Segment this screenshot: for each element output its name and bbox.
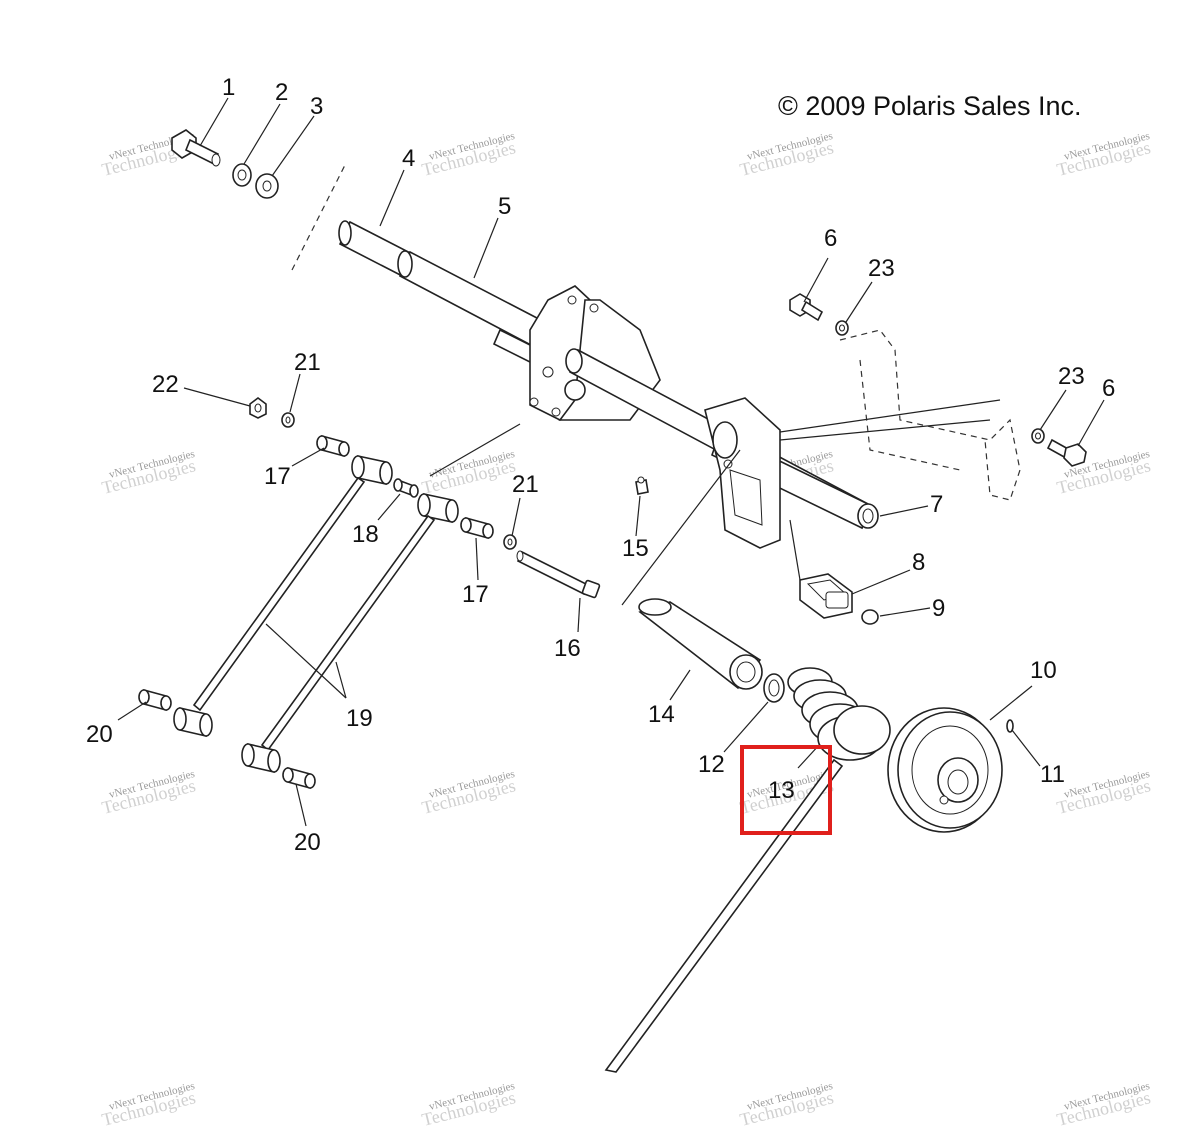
part-pin-16: [516, 550, 601, 599]
callout-10: 10: [1030, 657, 1057, 684]
callout-18: 18: [352, 521, 379, 548]
callout-19: 19: [346, 705, 373, 732]
part-arm: [704, 397, 781, 549]
callout-12: 12: [698, 751, 725, 778]
callout-20-bottom: 20: [294, 829, 321, 856]
assembly-line: [621, 449, 741, 606]
part-frame-ghost: [779, 329, 1021, 501]
part-bushing-18: [393, 478, 419, 498]
part-screw-11: [1006, 719, 1014, 733]
part-spring-13: [604, 667, 891, 1073]
callout-3: 3: [310, 93, 323, 120]
part-clip-9: [861, 609, 879, 625]
leader-lines: [117, 97, 1105, 827]
callout-8: 8: [912, 549, 925, 576]
callout-23-top: 23: [868, 255, 895, 282]
copyright-text: © 2009 Polaris Sales Inc.: [778, 91, 1082, 121]
callout-2: 2: [275, 79, 288, 106]
callout-13: 13: [768, 777, 795, 804]
part-washer-3: [255, 173, 279, 199]
callout-4: 4: [402, 145, 415, 172]
callout-17-mid: 17: [462, 581, 489, 608]
part-bushing-20-left: [138, 688, 172, 712]
part-bushing-17-mid: [460, 516, 494, 540]
callout-21-mid: 21: [512, 471, 539, 498]
axis-dash-left: [291, 164, 346, 271]
part-wheel-10: [887, 707, 1003, 833]
part-washer-23-right: [1031, 428, 1045, 444]
part-nut-22: [249, 397, 267, 419]
part-fitting-15: [635, 476, 649, 495]
part-bushing-20-bottom: [282, 766, 316, 790]
part-shaft-4-5: [338, 220, 562, 356]
part-washer-21-top: [281, 412, 295, 428]
part-washer-12: [763, 673, 785, 703]
callout-5: 5: [498, 193, 511, 220]
callout-7: 7: [930, 491, 943, 518]
part-washer-23-top: [835, 320, 849, 336]
part-links-19: [173, 455, 459, 774]
callout-9: 9: [932, 595, 945, 622]
callout-23-right: 23: [1058, 363, 1085, 390]
part-washer-2: [232, 163, 252, 187]
part-bushing-17-top: [316, 434, 350, 458]
callout-14: 14: [648, 701, 675, 728]
callout-1: 1: [222, 74, 235, 101]
callout-17-top: 17: [264, 463, 291, 490]
callout-22: 22: [152, 371, 179, 398]
part-spacer-14: [638, 598, 763, 690]
highlight-box: [740, 745, 832, 835]
callout-11: 11: [1040, 761, 1065, 788]
callout-6-right: 6: [1102, 375, 1115, 402]
callout-6-top: 6: [824, 225, 837, 252]
part-bolt-6-right: [1046, 438, 1087, 467]
callout-21-top: 21: [294, 349, 321, 376]
part-block-8: [789, 519, 853, 619]
callout-16: 16: [554, 635, 581, 662]
part-washer-21-mid: [503, 534, 517, 550]
part-bolt-1: [171, 129, 221, 167]
callout-15: 15: [622, 535, 649, 562]
callout-labels: 1 2 3 4 5 6 23 21 22 17 18 21 15 7 8 9 1…: [86, 74, 1115, 856]
callout-20-left: 20: [86, 721, 113, 748]
